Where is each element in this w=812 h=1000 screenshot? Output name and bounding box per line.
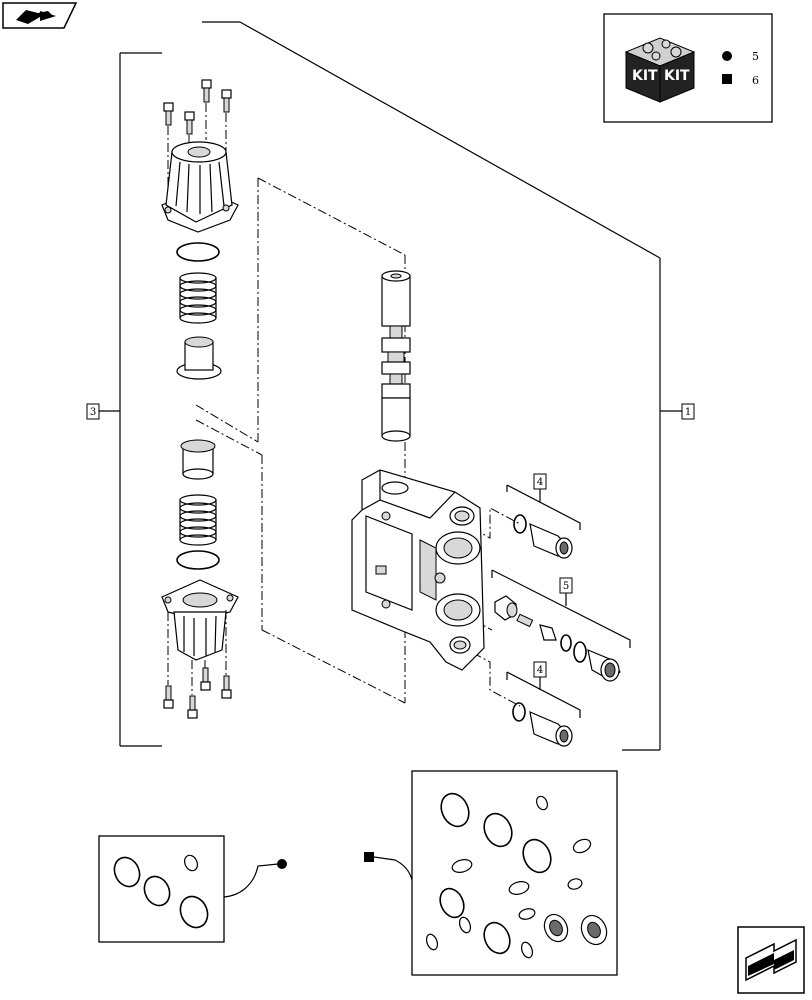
lower-relief-valve-group: 4 (506, 661, 581, 747)
callout-label-3: 3 (90, 407, 96, 418)
callout-label-1: 1 (685, 407, 691, 418)
bolt (200, 667, 211, 691)
bolt (187, 695, 198, 719)
kit-legend-box: KIT KIT 5 6 (603, 13, 773, 123)
kit-square-marker (722, 74, 732, 84)
valve-spool (381, 270, 411, 442)
small-seal-kit (98, 835, 287, 943)
kit-square-ref: 6 (752, 74, 759, 87)
book-navigation-icon[interactable] (2, 2, 78, 29)
lower-spring (179, 494, 217, 546)
assembly-bracket-3: 3 (86, 52, 162, 747)
callout-box-5 (559, 577, 573, 594)
kit-word-left: KIT (632, 68, 658, 84)
kit-circle-marker (722, 51, 732, 61)
kit-circle-marker-pointer (277, 859, 287, 869)
lower-bolts (163, 610, 232, 719)
upper-relief-valve-group: 4 (506, 473, 581, 559)
bolt (163, 685, 174, 709)
upper-spring-seat (176, 336, 222, 380)
kit-square-marker-pointer (364, 852, 374, 862)
relief-o-ring (512, 702, 526, 722)
lower-cap-housing (161, 579, 239, 661)
callout-box-4a (533, 473, 547, 490)
relief-o-ring (513, 514, 527, 534)
callout-box-3 (86, 403, 100, 420)
upper-o-ring (176, 242, 220, 262)
callout-box-4b (533, 661, 547, 678)
kit-box-icon: KIT KIT (624, 37, 696, 103)
lower-o-ring (176, 550, 220, 570)
upper-spring (179, 272, 217, 324)
callout-box-1 (681, 403, 695, 420)
assembly-bracket-1: 1 (202, 21, 695, 751)
large-seal-kit (364, 770, 618, 976)
check-valve-group: 5 (491, 569, 631, 682)
lower-spring-seat (180, 439, 216, 480)
kit-word-right: KIT (664, 68, 690, 84)
next-page-arrow-icon[interactable] (737, 926, 805, 994)
callout-label-4a: 4 (537, 477, 543, 488)
upper-cap-housing (161, 141, 239, 233)
bolt (221, 675, 232, 699)
kit-circle-ref: 5 (752, 50, 759, 63)
callout-label-5: 5 (563, 581, 569, 592)
callout-label-4b: 4 (537, 665, 543, 676)
valve-body (351, 469, 485, 671)
bolt (163, 102, 174, 210)
bolt (201, 79, 212, 140)
